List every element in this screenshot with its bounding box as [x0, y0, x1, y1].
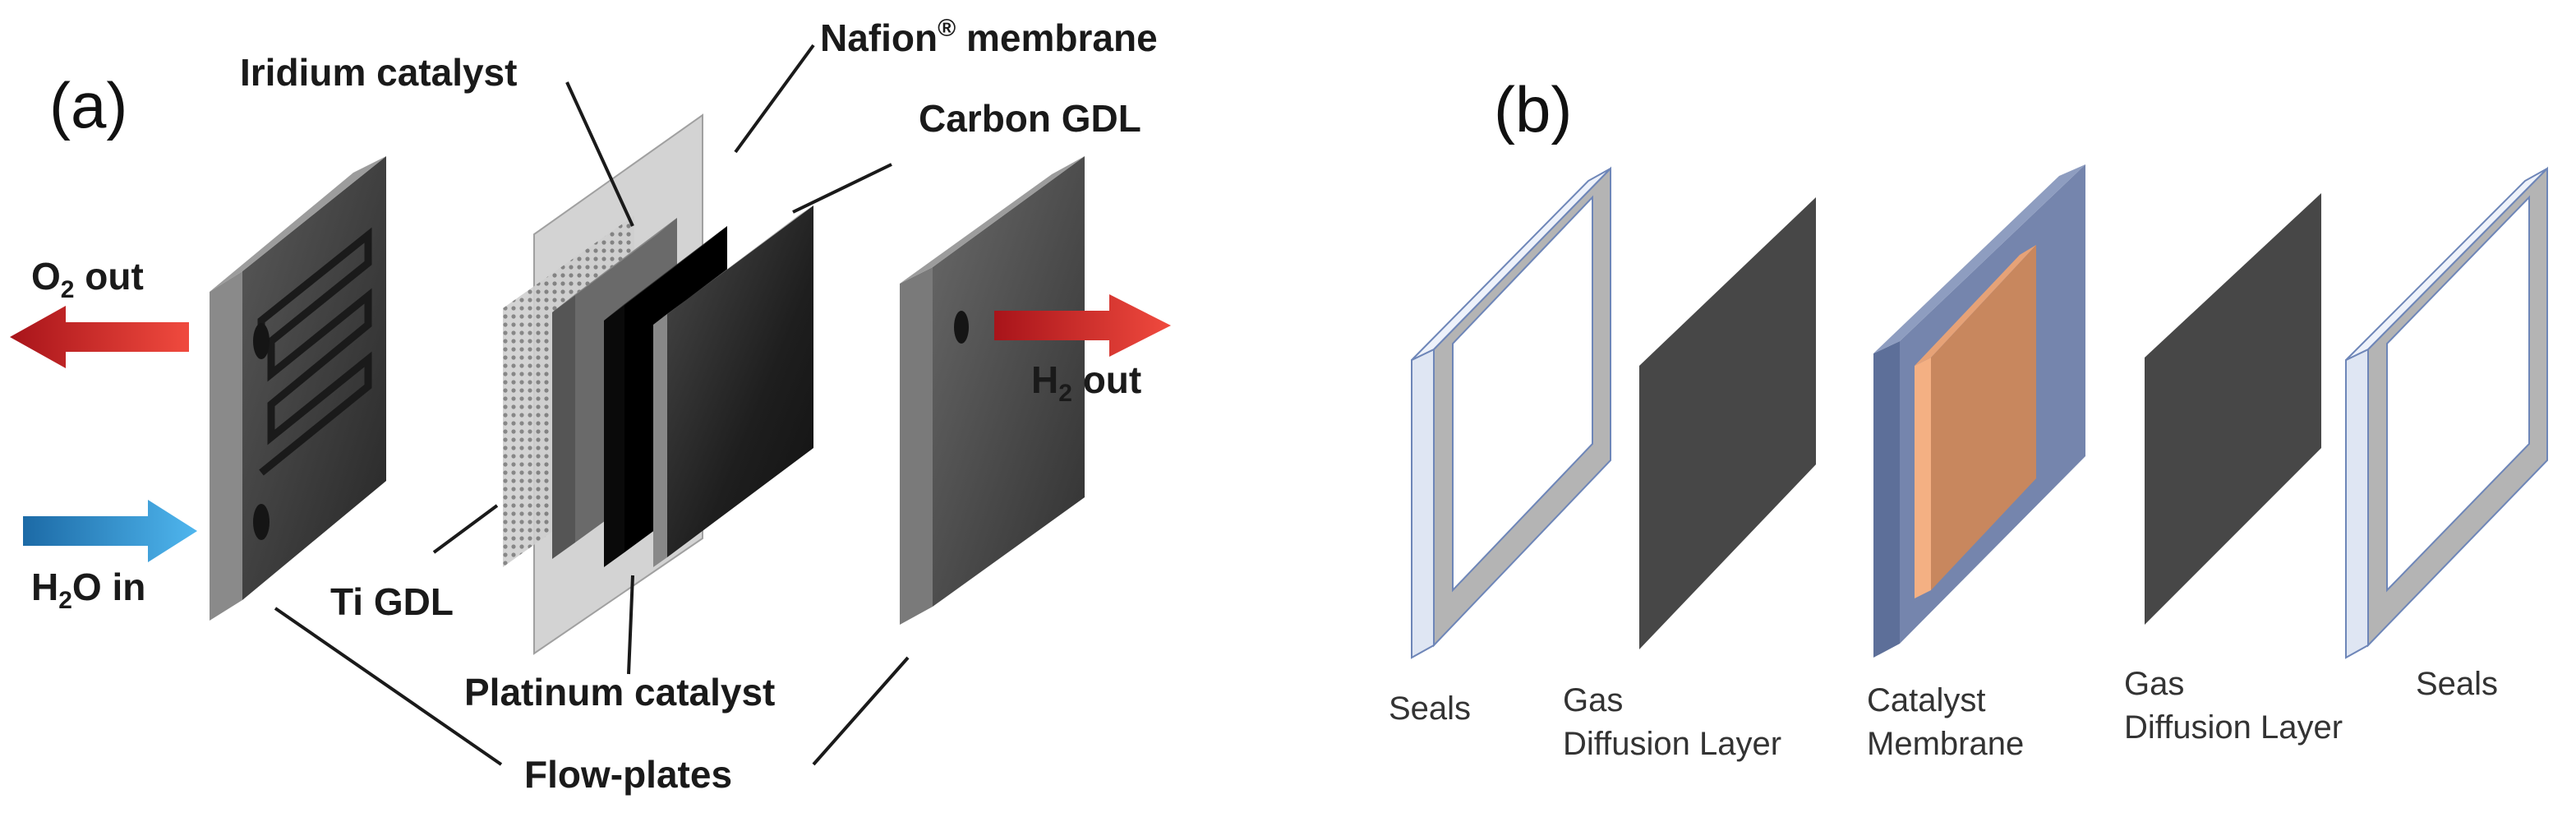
carbon-gdl-label: Carbon GDL — [919, 97, 1141, 140]
catalyst-label-line2: Membrane — [1867, 726, 2024, 762]
iridium-catalyst-label: Iridium catalyst — [240, 51, 517, 94]
right-gdl-plate — [2145, 193, 2321, 625]
leader-lines — [274, 44, 910, 766]
port-hole-icon — [253, 323, 270, 359]
o2-out-label: O2 out — [31, 255, 144, 303]
panel-a-tag: (a) — [49, 69, 127, 141]
seals-right-label: Seals — [2416, 666, 2498, 702]
panel-b-tag: (b) — [1494, 73, 1572, 145]
carbon-gdl-layer — [653, 206, 813, 567]
platinum-catalyst-label: Platinum catalyst — [464, 671, 775, 713]
right-flow-plate — [900, 156, 1085, 625]
left-flow-plate — [210, 156, 386, 621]
panel-a: (a) O2 out H2O in — [10, 15, 1171, 796]
left-seal — [1411, 166, 1611, 659]
seals-left-label: Seals — [1389, 690, 1471, 727]
gdl-left-label-line2: Diffusion Layer — [1563, 726, 1781, 762]
h2o-in-arrow — [23, 500, 197, 562]
panel-b: (b) Seals Gas Diffusion Laye — [1389, 73, 2548, 762]
left-gdl-plate — [1639, 197, 1816, 649]
gdl-right-label-line2: Diffusion Layer — [2124, 709, 2343, 746]
catalyst-membrane — [1873, 164, 2085, 658]
h2o-in-label: H2O in — [31, 566, 145, 614]
port-hole-icon — [253, 504, 270, 540]
gdl-right-label-line1: Gas — [2124, 666, 2184, 702]
flow-channel-icon — [257, 227, 372, 476]
nafion-membrane-label: Nafion® membrane — [820, 15, 1158, 59]
port-hole-icon — [954, 311, 969, 344]
o2-out-arrow — [10, 306, 189, 368]
right-seal — [2345, 166, 2548, 659]
h2-out-arrow — [994, 294, 1171, 357]
catalyst-label-line1: Catalyst — [1867, 682, 1986, 718]
flow-plates-label: Flow-plates — [524, 753, 732, 796]
ti-gdl-label: Ti GDL — [330, 580, 454, 623]
h2-out-label: H2 out — [1031, 358, 1141, 407]
gdl-left-label-line1: Gas — [1563, 682, 1623, 718]
